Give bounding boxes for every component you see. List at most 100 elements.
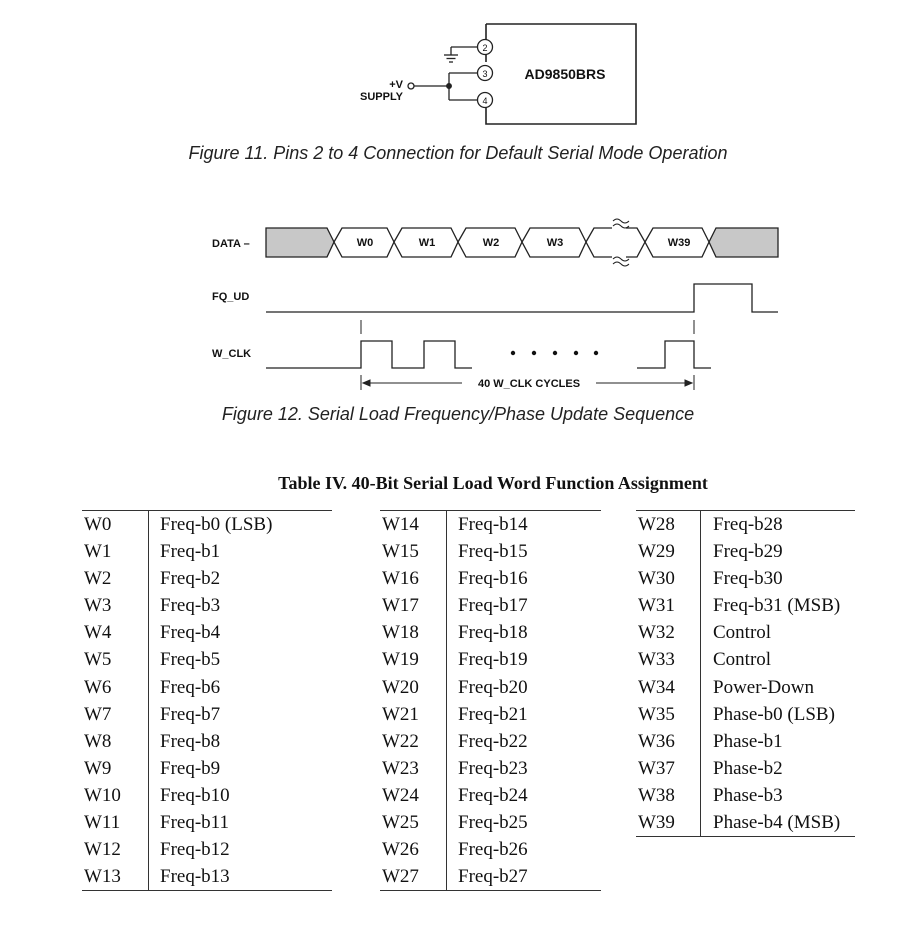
word-cell: W2 <box>84 568 112 590</box>
supply-label-top: +V <box>389 79 403 91</box>
word-cell: W14 <box>382 514 419 535</box>
function-cell: Freq-b14 <box>458 514 528 535</box>
function-cell: Freq-b15 <box>458 541 528 563</box>
word-cell: W1 <box>84 541 112 563</box>
table-row: W39 Phase-b4 (MSB) <box>636 809 855 836</box>
pin-2: 2 <box>476 38 494 56</box>
word-cell: W31 <box>638 595 675 617</box>
word-cell: W17 <box>382 595 419 617</box>
column-separator <box>148 511 149 891</box>
function-cell: Freq-b12 <box>160 839 230 861</box>
word-cell: W23 <box>382 757 419 779</box>
word-cell: W5 <box>84 649 112 671</box>
function-cell: Freq-b26 <box>458 839 528 861</box>
word-cell: W20 <box>382 676 419 698</box>
function-cell: Freq-b31 (MSB) <box>713 595 841 617</box>
function-cell: Freq-b19 <box>458 649 528 671</box>
function-cell: Freq-b24 <box>458 784 528 806</box>
cycles-dimension <box>360 320 695 390</box>
function-cell: Phase-b2 <box>713 757 783 779</box>
function-cell: Phase-b4 (MSB) <box>713 812 841 834</box>
function-cell: Freq-b5 <box>160 649 221 671</box>
word-cell: W15 <box>382 541 419 563</box>
word-cell: W11 <box>84 812 121 834</box>
chip-label: AD9850BRS <box>525 66 606 82</box>
word-cell: W4 <box>84 622 112 644</box>
function-cell: Freq-b28 <box>713 514 783 535</box>
function-cell: Phase-b3 <box>713 784 783 806</box>
word-cell: W36 <box>638 730 675 752</box>
word-cell: W38 <box>638 784 675 806</box>
word-cell: W22 <box>382 730 419 752</box>
function-cell: Power-Down <box>713 676 814 698</box>
function-cell: Freq-b9 <box>160 757 221 779</box>
word-cell: W25 <box>382 812 419 834</box>
supply-label-bottom: SUPPLY <box>360 91 404 103</box>
function-cell: Freq-b20 <box>458 676 528 698</box>
table-row: W15 Freq-b15 <box>380 538 601 565</box>
signal-label-data: DATA – <box>212 238 250 250</box>
w-clk-waveform <box>266 340 711 369</box>
ground-icon <box>444 46 477 63</box>
data-word-label-w0: W0 <box>357 237 374 249</box>
word-cell: W33 <box>638 649 675 671</box>
word-cell: W18 <box>382 622 419 644</box>
signal-label-w-clk: W_CLK <box>212 348 251 360</box>
word-cell: W32 <box>638 622 675 644</box>
function-cell: Freq-b10 <box>160 784 230 806</box>
word-cell: W24 <box>382 784 419 806</box>
function-cell: Freq-b7 <box>160 703 221 725</box>
word-cell: W9 <box>84 757 112 779</box>
table-row: W9 Freq-b9 <box>82 755 332 782</box>
function-cell: Freq-b27 <box>458 866 528 888</box>
svg-text:4: 4 <box>482 96 487 106</box>
data-word-label-w39: W39 <box>668 237 691 249</box>
function-cell: Freq-b21 <box>458 703 528 725</box>
word-cell: W6 <box>84 676 112 698</box>
table-row: W31 Freq-b31 (MSB) <box>636 592 855 619</box>
column-separator <box>446 511 447 891</box>
figure-12-timing-diagram: DATA – FQ_UD W_CLK W0 W1 W2 W3 W39 <box>212 218 779 390</box>
svg-text:3: 3 <box>482 69 487 79</box>
word-cell: W0 <box>84 514 112 535</box>
word-cell: W3 <box>84 595 112 617</box>
function-cell: Phase-b0 (LSB) <box>713 703 835 725</box>
function-cell: Freq-b13 <box>160 866 230 888</box>
function-cell: Freq-b17 <box>458 595 528 617</box>
function-cell: Freq-b1 <box>160 541 221 563</box>
table-row: W2 Freq-b2 <box>82 565 332 592</box>
word-cell: W8 <box>84 730 112 752</box>
figure-12-caption: Figure 12. Serial Load Frequency/Phase U… <box>221 404 695 424</box>
function-cell: Freq-b2 <box>160 568 221 590</box>
table-row: W5 Freq-b5 <box>82 646 332 673</box>
word-cell: W16 <box>382 568 419 590</box>
word-cell: W30 <box>638 568 675 590</box>
ellipsis-dots <box>510 350 599 356</box>
word-cell: W39 <box>638 812 675 834</box>
word-cell: W29 <box>638 541 675 563</box>
word-cell: W27 <box>382 866 419 888</box>
column-separator <box>700 511 701 837</box>
